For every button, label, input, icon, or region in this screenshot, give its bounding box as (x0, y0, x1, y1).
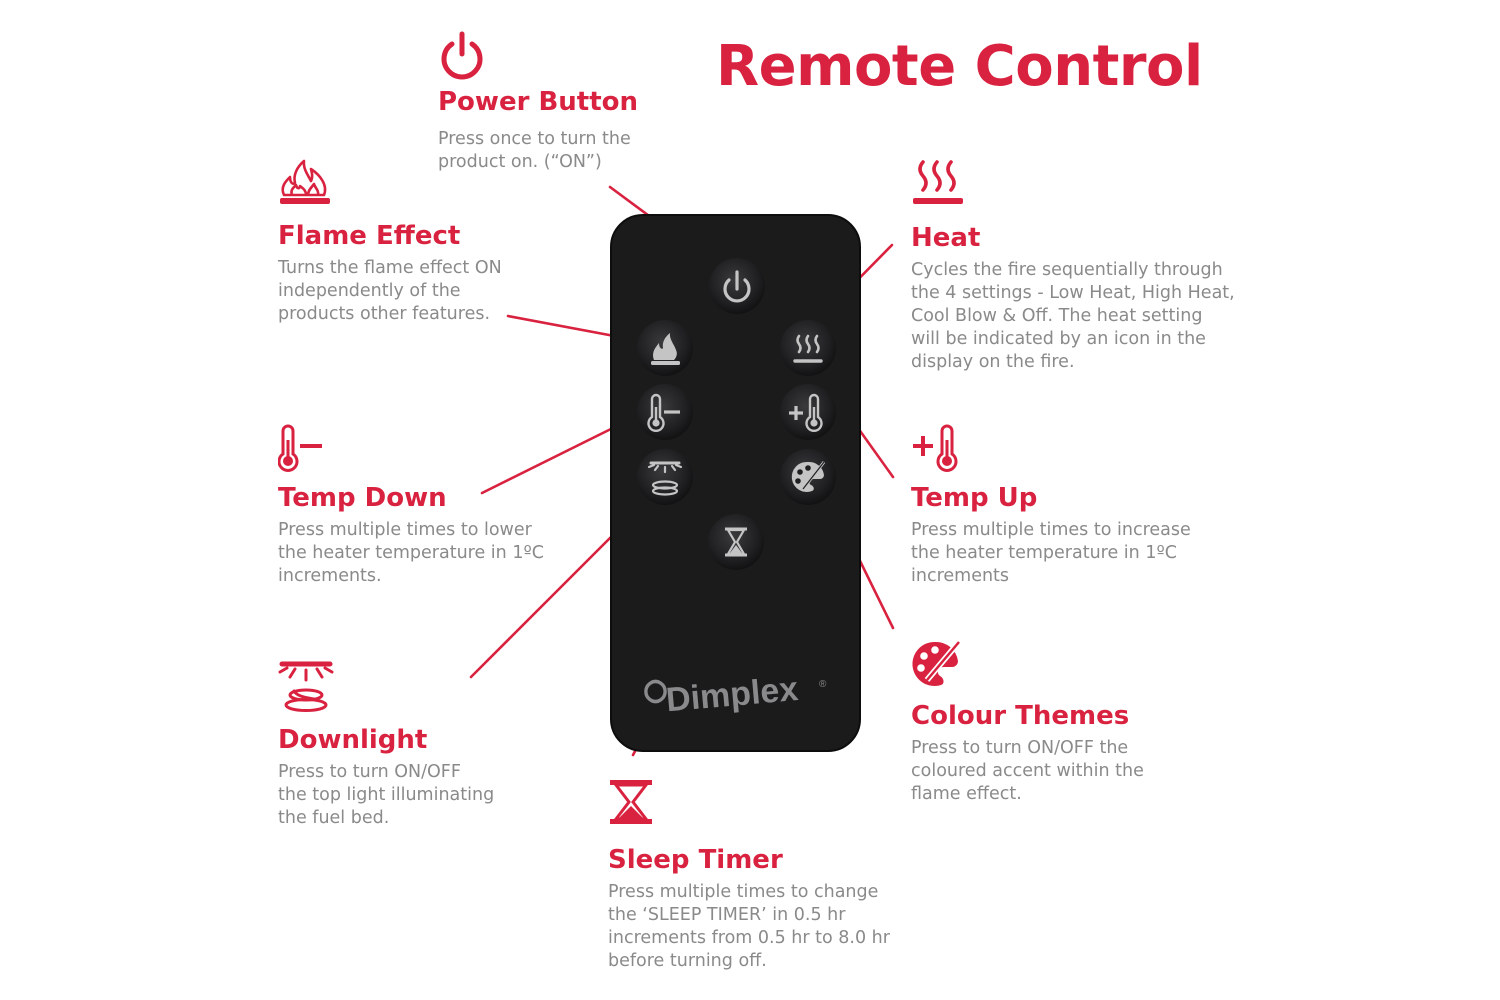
temp-down-icon (278, 424, 322, 472)
remote-power-button[interactable] (709, 258, 765, 314)
feature-title-flame: Flame Effect (278, 221, 461, 251)
remote-colour-themes-button[interactable] (780, 449, 836, 505)
temp-up-icon (913, 424, 958, 472)
feature-temp-up: Temp Up Press multiple times to increase… (911, 424, 1191, 588)
feature-title-downlight: Downlight (278, 725, 428, 755)
feature-title-temp-down: Temp Down (278, 483, 447, 513)
feature-desc-flame: Turns the flame effect ON independently … (278, 258, 502, 324)
remote-brand-mark: ® (819, 679, 827, 690)
flame-icon (651, 333, 680, 365)
feature-desc-temp-down: Press multiple times to lower the heater… (278, 520, 544, 586)
downlight-icon (647, 461, 683, 496)
feature-sleep-timer: Sleep Timer Press multiple times to chan… (608, 778, 890, 973)
palette-icon (791, 461, 826, 492)
feature-title-temp-up: Temp Up (911, 483, 1038, 513)
feature-desc-colour-themes: Press to turn ON/OFF the coloured accent… (911, 738, 1144, 804)
temp-up-icon (789, 393, 823, 432)
hourglass-icon (725, 527, 747, 557)
feature-desc-heat: Cycles the fire sequentially through the… (911, 260, 1235, 372)
temp-down-callout-line (480, 420, 627, 495)
flame-callout-line (506, 314, 627, 340)
feature-title-heat: Heat (911, 223, 981, 253)
feature-heat: Heat Cycles the fire sequentially throug… (911, 158, 1235, 374)
remote-sleep-timer-button[interactable] (708, 514, 764, 570)
heat-icon (913, 160, 963, 204)
feature-colour-themes: Colour Themes Press to turn ON/OFF the c… (911, 638, 1144, 806)
power-icon (441, 31, 483, 80)
feature-desc-downlight: Press to turn ON/OFF the top light illum… (278, 762, 495, 828)
downlight-callout-line (469, 514, 634, 679)
temp-down-icon (647, 393, 680, 432)
feature-power: Power Button Press once to turn the prod… (438, 30, 638, 174)
remote-temp-down-button[interactable] (637, 384, 693, 440)
feature-title-sleep-timer: Sleep Timer (608, 845, 783, 875)
feature-downlight: Downlight Press to turn ON/OFF the top l… (278, 658, 494, 830)
palette-icon (912, 640, 962, 686)
power-icon (723, 270, 751, 303)
dimplex-logo-mark (644, 679, 667, 704)
feature-desc-temp-up: Press multiple times to increase the hea… (911, 520, 1191, 586)
heat-icon (793, 334, 823, 363)
feature-desc-sleep-timer: Press multiple times to change the ‘SLEE… (608, 882, 890, 971)
feature-desc-power: Press once to turn the product on. (“ON”… (438, 129, 631, 172)
downlight-icon (278, 661, 334, 712)
feature-flame: Flame Effect Turns the flame effect ON i… (278, 153, 502, 326)
remote-flame-button[interactable] (637, 320, 693, 376)
feature-title-colour-themes: Colour Themes (911, 701, 1130, 731)
remote-downlight-button[interactable] (637, 449, 693, 505)
page-title: Remote Control (716, 34, 1203, 99)
remote-heat-button[interactable] (780, 320, 836, 376)
remote-temp-up-button[interactable] (780, 384, 836, 440)
hourglass-icon (610, 780, 652, 824)
flame-icon (280, 159, 330, 204)
feature-temp-down: Temp Down Press multiple times to lower … (278, 424, 544, 588)
feature-title-power: Power Button (438, 87, 639, 117)
